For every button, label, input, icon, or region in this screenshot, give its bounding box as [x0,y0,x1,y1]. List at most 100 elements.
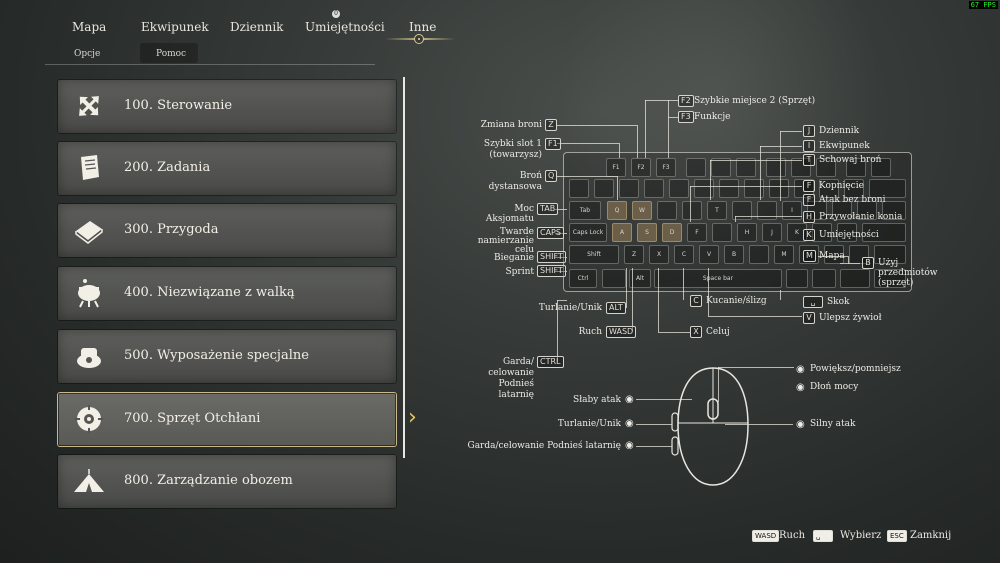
footer-key-space: ␣ [813,530,833,542]
key-badge-v: V [803,312,815,324]
label-turlanie-unik-mouse: Turlanie/Unik [557,419,621,429]
leader-line [848,256,849,264]
mouse-side-icon: ◉ [625,418,634,429]
key-f: F [687,223,707,242]
key-badge-q: Q [545,170,558,182]
menu-item-wyposazenie[interactable]: 500. Wyposażenie specjalne [58,330,396,383]
key [594,179,614,198]
key-badge-x: X [690,326,702,338]
subtab-opcje[interactable]: Opcje [74,49,101,59]
key-c: C [674,245,694,264]
key-f3: F3 [656,158,676,177]
key [871,158,891,177]
key [812,269,836,288]
subtab-pomoc[interactable]: Pomoc [156,49,187,59]
menu-item-niezwiazane[interactable]: 400. Niezwiązane z walką [58,267,396,320]
label-twarde-namierzanie: Twarde namierzanie celu [477,227,534,255]
tab-inne[interactable]: Inne [409,20,437,34]
leader-line [735,216,802,217]
leader-line [637,125,638,158]
leader-line [645,100,646,158]
menu-item-oboz[interactable]: 800. Zarządzanie obozem [58,455,396,508]
footer-zamknij[interactable]: Zamknij [910,530,952,541]
key [686,158,706,177]
mouse-diagram [668,365,758,490]
label-dziennik: Dziennik [819,126,860,136]
label-umiejetnosci: Umiejętności [819,230,879,240]
key-caps: Caps Lock [569,223,607,242]
key-b: B [724,245,744,264]
leader-line [557,176,617,177]
menu-item-sprzet-otchlani[interactable]: 700. Sprzęt Otchłani [58,393,396,446]
menu-item-zadania[interactable]: 200. Zadania [58,142,396,195]
key-badge-t: T [803,154,815,166]
key [824,245,844,264]
leader-line [626,268,627,308]
label-zmiana-broni: Zmiana broni [480,120,542,130]
menu-item-label: 200. Zadania [124,160,211,175]
key-w: W [632,201,652,220]
label-funkcje: Funkcje [694,112,731,122]
key [812,223,832,242]
leader-line [668,100,678,101]
menu-item-label: 100. Sterowanie [124,98,233,113]
label-atak-bez-broni: Atak bez broni [819,195,886,205]
leader-line [690,186,802,187]
scrollbar[interactable] [403,77,405,458]
leader-line [725,424,793,425]
chevron-right-icon[interactable]: › [408,405,417,430]
key-h: H [737,223,757,242]
leader-line [636,424,672,425]
menu-item-przygoda[interactable]: 300. Przygoda [58,204,396,257]
leader-line [690,186,691,222]
leader-line [557,143,619,144]
key-badge-wasd: WASD [606,326,637,338]
key [619,179,639,198]
key [732,201,752,220]
menu-item-sterowanie[interactable]: 100. Sterowanie [58,80,396,133]
tab-divider [45,64,375,65]
leader-line [710,160,711,200]
leader-line [818,256,848,257]
key [840,269,870,288]
keyboard-diagram: F1 F2 F3 Tab Q W T I Caps Lock A S D F H… [563,152,912,292]
key [569,179,589,198]
leader-line [555,257,567,258]
menu-item-label: 500. Wyposażenie specjalne [124,348,309,363]
leader-line [780,131,802,132]
leader-line [780,290,781,300]
label-bron-dystansowa: Broń dystansowa [488,171,542,192]
tab-dziennik[interactable]: Dziennik [230,20,284,34]
key-badge-f: F [803,180,815,192]
tab-ekwipunek[interactable]: Ekwipunek [141,20,209,34]
key-ctrl: Ctrl [569,269,597,288]
label-szybki-slot-1: Szybki slot 1 (towarzysz) [483,139,542,160]
key-a: A [612,223,632,242]
fps-counter: 67 FPS [968,1,998,9]
label-powieksz: Powiększ/pomniejsz [810,364,901,374]
key [794,179,814,198]
key [757,201,777,220]
key-d: D [662,223,682,242]
label-przywolanie-konia: Przywołanie konia [819,212,903,222]
footer-ruch[interactable]: Ruch [779,530,806,541]
tab-umiejetnosci[interactable]: Umiejętności [305,20,385,34]
footer-wybierz[interactable]: Wybierz [840,530,882,541]
tab-mapa[interactable]: Mapa [72,20,107,34]
label-ekwipunek: Ekwipunek [819,141,870,151]
key-badge-k: K [803,229,815,241]
label-schowaj-bron: Schowaj broń [819,155,882,165]
key-badge-caps: CAPS [537,227,564,239]
key [711,158,731,177]
leader-line [636,446,672,447]
key [669,179,689,198]
label-skok: Skok [827,297,850,307]
device-icon [72,339,106,373]
label-ulepsz-zywiol: Ulepsz żywioł [819,313,882,323]
key-t: T [707,201,727,220]
key [846,158,866,177]
leader-line [557,300,567,301]
key [869,179,906,198]
abyss-gear-icon [72,402,106,436]
key-badge-f-2: F [803,194,815,206]
